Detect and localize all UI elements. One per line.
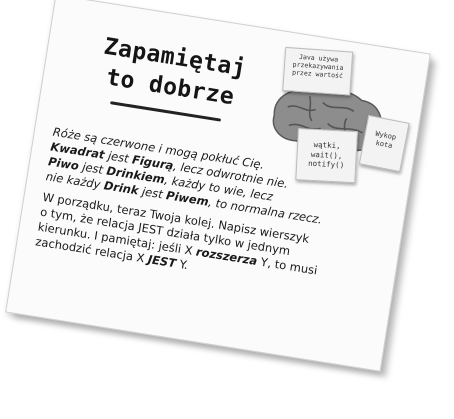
note-card: Zapamiętaj to dobrze Java używa przekazy… (5, 0, 431, 372)
term-jest: JEST (146, 252, 178, 271)
sticky-note-java: Java używa przekazywania przez wartość (282, 46, 354, 96)
task-text: Y. (174, 256, 189, 273)
sticky-note-cat: Wykop kota (358, 114, 410, 173)
poem-text: jest (137, 183, 168, 202)
